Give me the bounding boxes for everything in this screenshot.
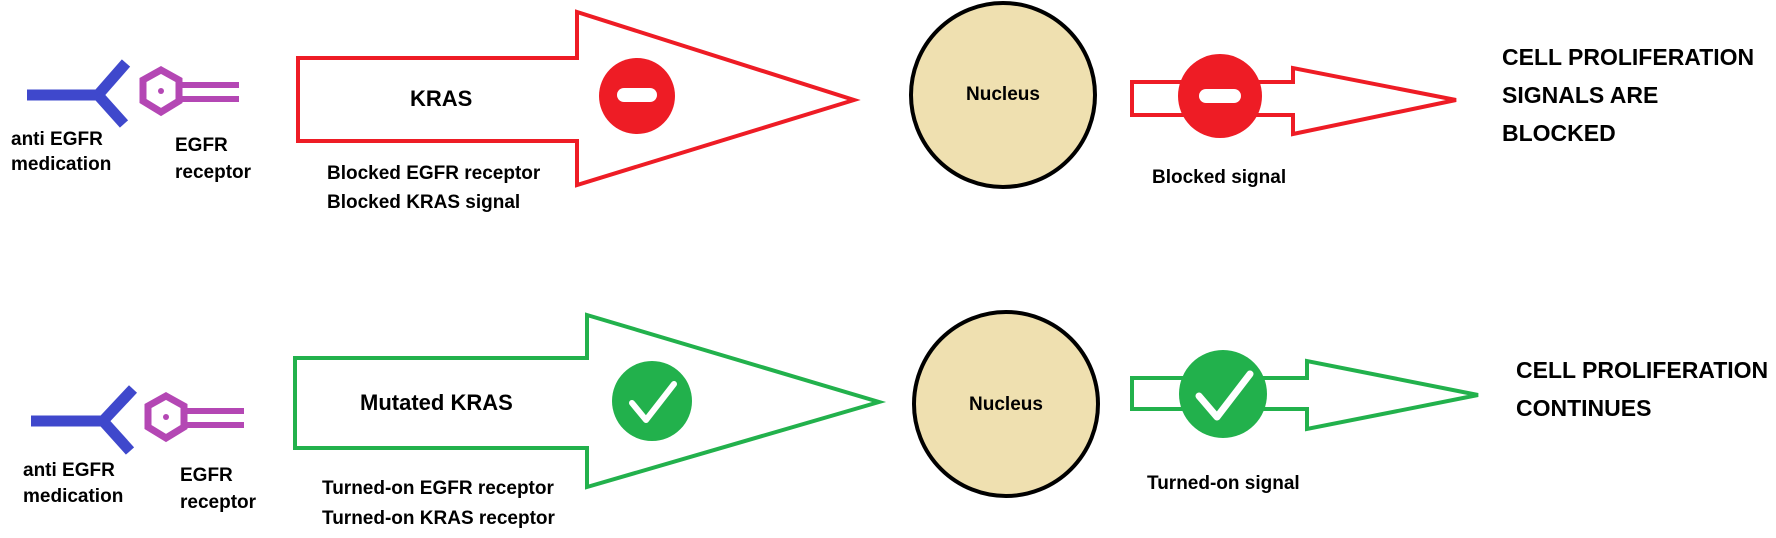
- kras-caption: Turned-on EGFR receptor Turned-on KRAS r…: [322, 478, 559, 529]
- outcome-text: CELL PROLIFERATION CONTINUES: [1516, 357, 1775, 421]
- receptor-label: EGFR receptor: [180, 465, 257, 513]
- kras-signal-arrow: [296, 9, 861, 188]
- checkmark-icon: [1179, 350, 1267, 438]
- row-blocked: anti EGFR medication EGFR receptor KRAS …: [11, 1, 1761, 213]
- outcome-text: CELL PROLIFERATION SIGNALS ARE BLOCKED: [1502, 44, 1761, 146]
- signal-label: Turned-on signal: [1147, 473, 1300, 494]
- checkmark-icon: [612, 361, 692, 441]
- egfr-receptor-icon: [144, 391, 244, 443]
- nucleus-label: Nucleus: [966, 84, 1040, 105]
- row-active: anti EGFR medication EGFR receptor Mutat…: [23, 310, 1775, 529]
- antibody-icon: [31, 385, 138, 455]
- egfr-receptor-icon: [139, 65, 239, 117]
- antibody-icon: [27, 59, 131, 128]
- minus-icon: [599, 58, 675, 134]
- antibody-label: anti EGFR medication: [23, 460, 123, 507]
- minus-icon: [1178, 54, 1262, 138]
- nucleus-circle: [909, 1, 1097, 189]
- signal-label: Blocked signal: [1152, 167, 1286, 188]
- kras-title: Mutated KRAS: [360, 390, 513, 415]
- kras-title: KRAS: [410, 86, 472, 111]
- antibody-label: anti EGFR medication: [11, 129, 111, 175]
- nucleus-label: Nucleus: [969, 394, 1043, 415]
- kras-caption: Blocked EGFR receptor Blocked KRAS signa…: [327, 163, 546, 213]
- receptor-label: EGFR receptor: [175, 135, 252, 183]
- nucleus-circle: [912, 310, 1100, 498]
- kras-signal-arrow: [293, 312, 887, 490]
